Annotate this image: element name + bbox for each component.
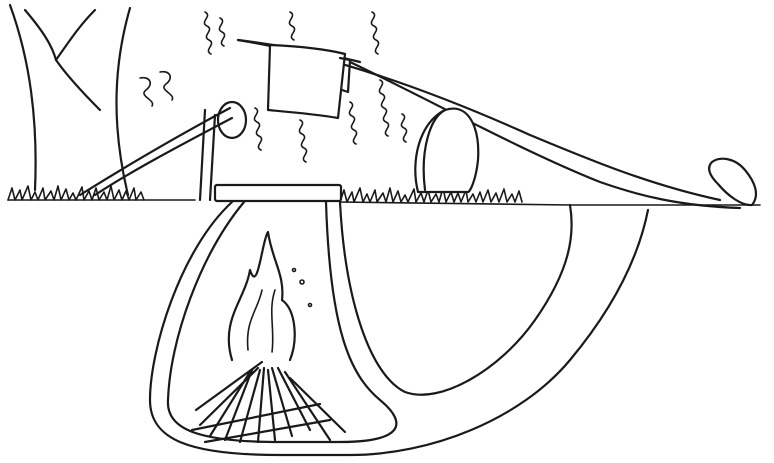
fire — [229, 232, 312, 360]
tree — [10, 5, 130, 195]
log — [415, 109, 478, 192]
flat-stone — [215, 185, 341, 201]
underground-tunnel — [150, 202, 648, 455]
cloth — [268, 45, 350, 118]
firewood — [192, 362, 345, 442]
